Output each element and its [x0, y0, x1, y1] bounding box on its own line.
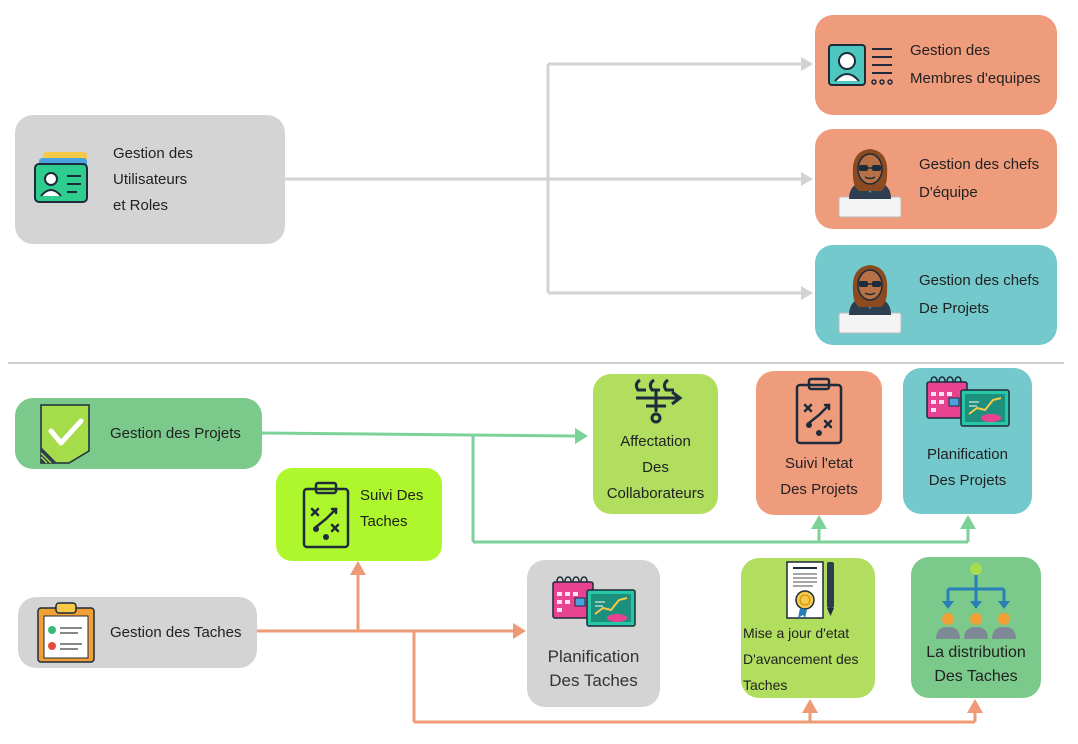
arrow-to-chefs-equipe: [801, 172, 813, 186]
node-planification-projets: Planification Des Projets: [903, 368, 1032, 514]
project-lead-avatar-icon: [835, 251, 905, 339]
arrow-to-membres: [801, 57, 813, 71]
node-label: Affectation Des Collaborateurs: [606, 433, 705, 502]
node-label: Gestion des chefs D'équipe: [919, 156, 1040, 201]
green-arrowheads: [575, 428, 976, 529]
checklist-folder-icon: [37, 401, 93, 467]
node-suivi-projets: Suivi l'etat Des Projets: [756, 371, 882, 515]
node-suivi-taches: Suivi Des Taches: [276, 468, 442, 561]
node-planification-taches: Planification Des Taches: [527, 560, 660, 707]
green-connectors: [261, 431, 970, 544]
node-label: Suivi l'etat Des Projets: [780, 455, 858, 498]
node-label: Gestion des Projets: [110, 424, 241, 442]
node-label: Gestion des Membres d'equipes: [910, 42, 1041, 87]
node-gestion-membres: Gestion des Membres d'equipes: [815, 15, 1057, 115]
calendar-chart-icon: [923, 374, 1013, 430]
team-lead-avatar-icon: [835, 135, 905, 223]
node-gestion-utilisateurs: Gestion des Utilisateurs et Roles: [15, 115, 285, 244]
arrow-to-distribution: [967, 699, 983, 713]
arrow-to-suivi-taches: [350, 561, 366, 575]
calendar-chart-icon: [549, 574, 639, 630]
node-label: Planification Des Taches: [547, 647, 640, 690]
arrow-to-planification-taches: [513, 623, 526, 639]
node-label: Gestion des Utilisateurs et Roles: [113, 144, 194, 214]
node-distribution-taches: La distribution Des Taches: [911, 557, 1041, 698]
node-label: Planification Des Projets: [927, 446, 1008, 489]
green-trunk: [261, 431, 576, 438]
arrow-to-suivi-projets: [811, 515, 827, 529]
certificate-pen-icon: [773, 560, 843, 620]
arrow-to-affectation: [575, 428, 588, 444]
node-mise-a-jour-avancement: Mise a jour d'etat D'avancement des Tach…: [741, 558, 875, 698]
arrow-to-planification-projets: [960, 515, 976, 529]
node-gestion-chefs-equipe: Gestion des chefs D'équipe: [815, 129, 1057, 229]
node-label: Suivi Des Taches: [360, 486, 424, 530]
assignment-tree-icon: [628, 376, 684, 424]
strategy-clipboard-icon: [789, 375, 849, 447]
orange-arrowheads: [350, 561, 983, 713]
node-affectation-collaborateurs: Affectation Des Collaborateurs: [593, 374, 718, 514]
node-label: Gestion des chefs De Projets: [919, 272, 1040, 317]
profile-card-icon: [828, 41, 896, 89]
node-label: Mise a jour d'etat D'avancement des Tach…: [743, 625, 859, 693]
hierarchy-people-icon: [934, 563, 1018, 639]
node-label: Gestion des Taches: [110, 623, 242, 641]
gray-connectors: [285, 62, 803, 295]
strategy-clipboard-icon: [296, 479, 356, 551]
orange-connectors: [257, 575, 977, 724]
gray-arrowheads: [801, 57, 813, 300]
id-card-icon: [31, 148, 95, 212]
node-label: La distribution Des Taches: [926, 644, 1026, 685]
arrow-to-mise-a-jour: [802, 699, 818, 713]
node-gestion-projets: Gestion des Projets: [15, 398, 262, 469]
task-clipboard-icon: [34, 600, 98, 666]
node-gestion-chefs-projets: Gestion des chefs De Projets: [815, 245, 1057, 345]
section-divider: [8, 362, 1064, 364]
arrow-to-chefs-projets: [801, 286, 813, 300]
node-gestion-taches: Gestion des Taches: [18, 597, 257, 668]
